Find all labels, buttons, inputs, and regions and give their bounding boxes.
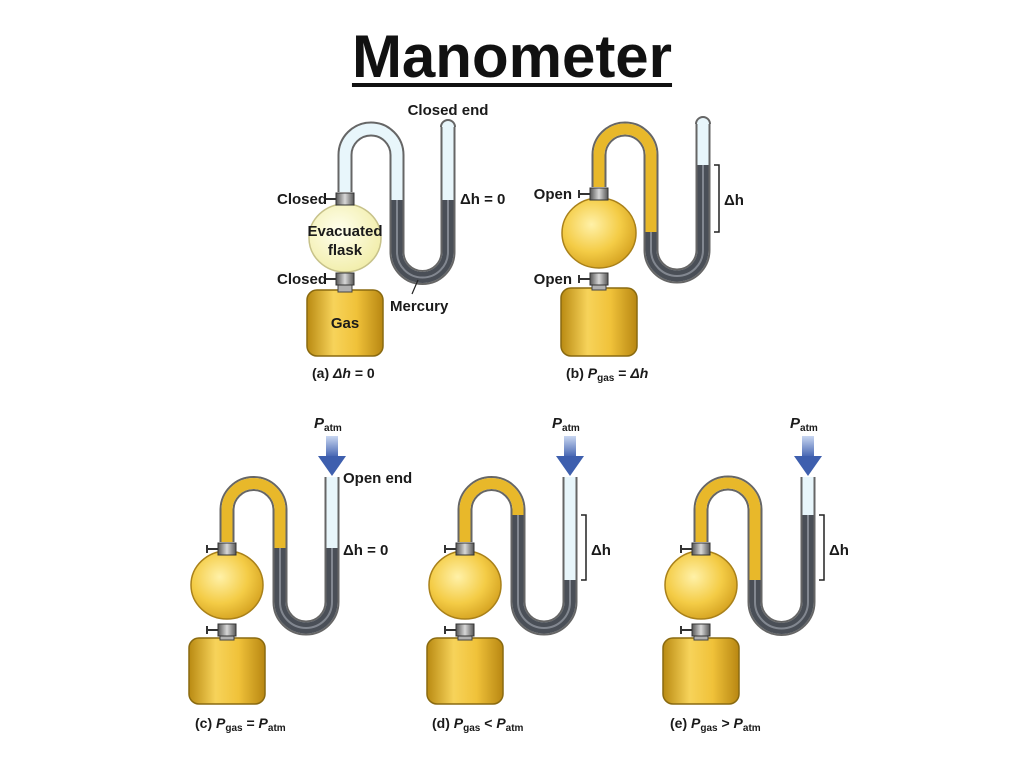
flask	[561, 197, 637, 269]
top-valve	[335, 192, 355, 206]
bottom-valve	[589, 272, 609, 286]
delta-h-bracket	[581, 514, 587, 581]
delta-h-bracket	[714, 164, 720, 233]
p-atm-label: Patm	[790, 415, 818, 434]
p-atm-arrow-shaft	[564, 436, 576, 458]
p-atm-label: Patm	[552, 415, 580, 434]
gas-in-tube	[221, 478, 286, 548]
bottom-valve	[217, 623, 237, 637]
evacuated-flask-label-2: flask	[328, 242, 363, 259]
caption-a: (a) Δh = 0	[312, 365, 375, 381]
open-valve-top-label: Open	[534, 186, 572, 203]
bottom-valve	[691, 623, 711, 637]
bottom-valve	[335, 272, 355, 286]
p-atm-arrow-head	[794, 456, 822, 476]
caption-e: (e) Pgas > Patm	[670, 715, 761, 734]
gas-canister	[662, 637, 740, 705]
open-valve-bottom-label: Open	[534, 271, 572, 288]
closed-valve-bottom-label: Closed	[277, 271, 327, 288]
evacuated-flask-label: Evacuated	[307, 223, 382, 240]
mercury-column	[391, 200, 454, 283]
closed-valve-top-label: Closed	[277, 191, 327, 208]
mercury-highlight	[754, 515, 809, 630]
gas-canister	[188, 637, 266, 705]
caption-c: (c) Pgas = Patm	[195, 715, 286, 734]
mercury-column	[274, 548, 338, 634]
bottom-valve	[455, 623, 475, 637]
top-valve	[691, 542, 711, 556]
flask	[428, 550, 502, 620]
top-valve	[455, 542, 475, 556]
top-valve	[589, 187, 609, 201]
p-atm-arrow-head	[556, 456, 584, 476]
p-atm-arrow-shaft	[802, 436, 814, 458]
delta-h-label: Δh	[591, 542, 611, 559]
open-end-label: Open end	[343, 470, 412, 487]
closed-end-label: Closed end	[408, 102, 489, 119]
caption-b: (b) Pgas = Δh	[566, 365, 648, 384]
flask	[664, 550, 738, 620]
closed-tube-end	[695, 116, 711, 125]
closed-tube-end	[440, 119, 456, 128]
gas-label: Gas	[331, 315, 359, 332]
flask	[190, 550, 264, 620]
p-atm-arrow-head	[318, 456, 346, 476]
panel-a: Closed endClosedClosedEvacuatedflaskGasM…	[277, 102, 505, 381]
mercury-leader	[411, 279, 419, 295]
delta-h-bracket	[819, 514, 825, 581]
mercury-label: Mercury	[390, 298, 449, 315]
p-atm-arrow-shaft	[326, 436, 338, 458]
delta-h-label: Δh = 0	[460, 191, 505, 208]
gas-canister	[426, 637, 504, 705]
slide-title: Manometer	[351, 23, 673, 90]
delta-h-label: Δh	[829, 542, 849, 559]
gas-in-tube	[695, 477, 761, 580]
caption-d: (d) Pgas < Patm	[432, 715, 524, 734]
delta-h-label: Δh	[724, 192, 744, 209]
mercury-highlight	[517, 515, 571, 629]
mercury-highlight	[396, 200, 449, 279]
mercury-highlight	[279, 548, 333, 629]
gas-canister	[560, 287, 638, 357]
gas-in-tube	[593, 123, 657, 232]
top-valve	[217, 542, 237, 556]
mercury-highlight	[650, 165, 704, 277]
gas-in-tube	[459, 478, 524, 542]
delta-h-label: Δh = 0	[343, 542, 388, 559]
p-atm-label: Patm	[314, 415, 342, 434]
